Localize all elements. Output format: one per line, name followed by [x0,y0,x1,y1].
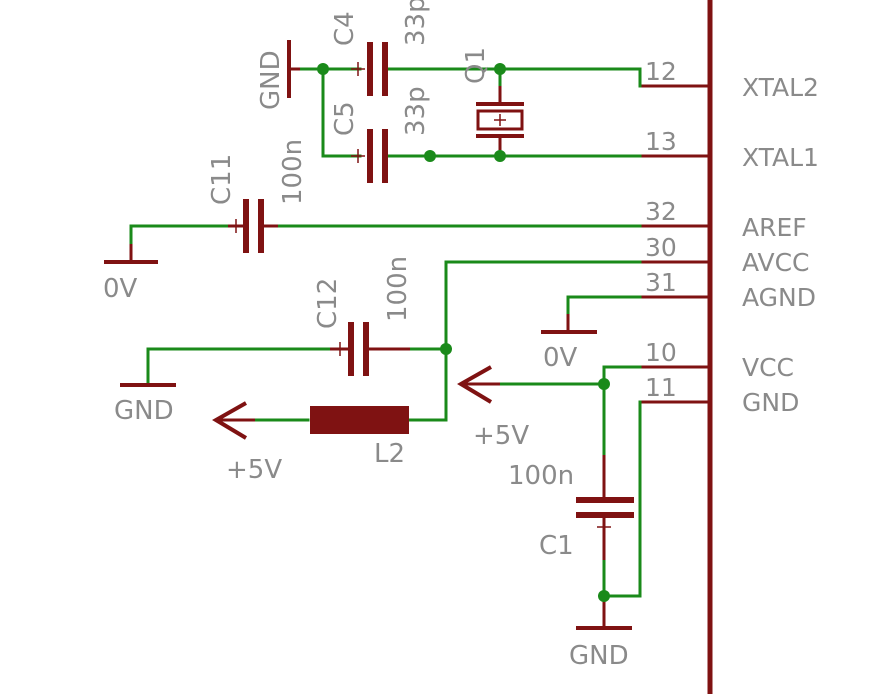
ic-pin-avcc: 30 AVCC [640,233,810,277]
net-gnd-c12 [146,347,332,387]
pin-name: AGND [742,283,816,312]
gnd-symbol-top: GND [256,40,300,110]
pin-number: 32 [645,197,677,226]
c11-name: C11 [207,154,237,205]
pin-number: 11 [645,373,677,402]
pin-name: AVCC [742,248,810,277]
crystal-q1: Q1 [461,47,524,150]
pin-number: 12 [645,57,677,86]
ic-pin-gnd: 11 GND [640,373,799,417]
pin-name: XTAL2 [742,73,819,102]
junction-dot [424,150,436,162]
pin-name: VCC [742,353,794,382]
c11-value: 100n [278,139,308,205]
gnd-label: GND [569,641,629,671]
ic-pin-agnd: 31 AGND [640,268,816,312]
c4-name: C4 [330,11,360,46]
gnd-symbol-c12: GND [114,383,176,426]
capacitor-c5: C5 33p [330,86,431,183]
c1-value: 100n [508,461,574,491]
gnd-label: GND [114,396,174,426]
pin-number: 31 [645,268,677,297]
zero-v-symbol-agnd: 0V [541,314,597,373]
pin-name: XTAL1 [742,143,819,172]
junction-dot [494,63,506,75]
pin-name: AREF [742,213,807,242]
junction-dot [440,343,452,355]
junction-dot [317,63,329,75]
ic-pin-xtal2: 12 XTAL2 [640,57,819,102]
plus5v-label: +5V [473,421,529,451]
pin-number: 30 [645,233,677,262]
net-xtal1 [384,134,642,158]
junctions [317,63,610,602]
c5-name: C5 [330,101,360,136]
net-agnd [566,295,642,318]
ic-pin-vcc: 10 VCC [640,338,794,382]
zero-v-label: 0V [543,343,578,373]
l2-name: L2 [374,439,405,469]
capacitor-c4: C4 33p [330,0,431,96]
pin-name: GND [742,388,799,417]
capacitor-c1: 100n C1 [508,455,634,561]
capacitor-c11: C11 100n [207,139,308,253]
junction-dot [494,150,506,162]
c12-value: 100n [383,256,413,322]
plus5v-symbol-l2: +5V [212,401,282,485]
zero-v-symbol-aref: 0V [103,244,158,304]
ic-pin-aref: 32 AREF [640,197,807,242]
inductor-l2: L2 [310,406,409,469]
junction-dot [598,378,610,390]
plus5v-symbol-vcc: +5V [457,365,529,451]
c12-name: C12 [313,278,343,329]
gnd-symbol-c1: GND [569,596,632,671]
ic-pin-xtal1: 13 XTAL1 [640,127,819,172]
c5-value: 33p [401,86,431,136]
zero-v-label: 0V [103,274,138,304]
junction-dot [598,590,610,602]
net-avcc [253,260,642,422]
capacitor-c12: C12 100n [313,256,413,376]
plus5v-label: +5V [226,455,282,485]
c4-value: 33p [401,0,431,46]
q1-name: Q1 [461,47,491,84]
gnd-label: GND [256,50,286,110]
c1-name: C1 [539,531,574,561]
pin-number: 10 [645,338,677,367]
pin-number: 13 [645,127,677,156]
